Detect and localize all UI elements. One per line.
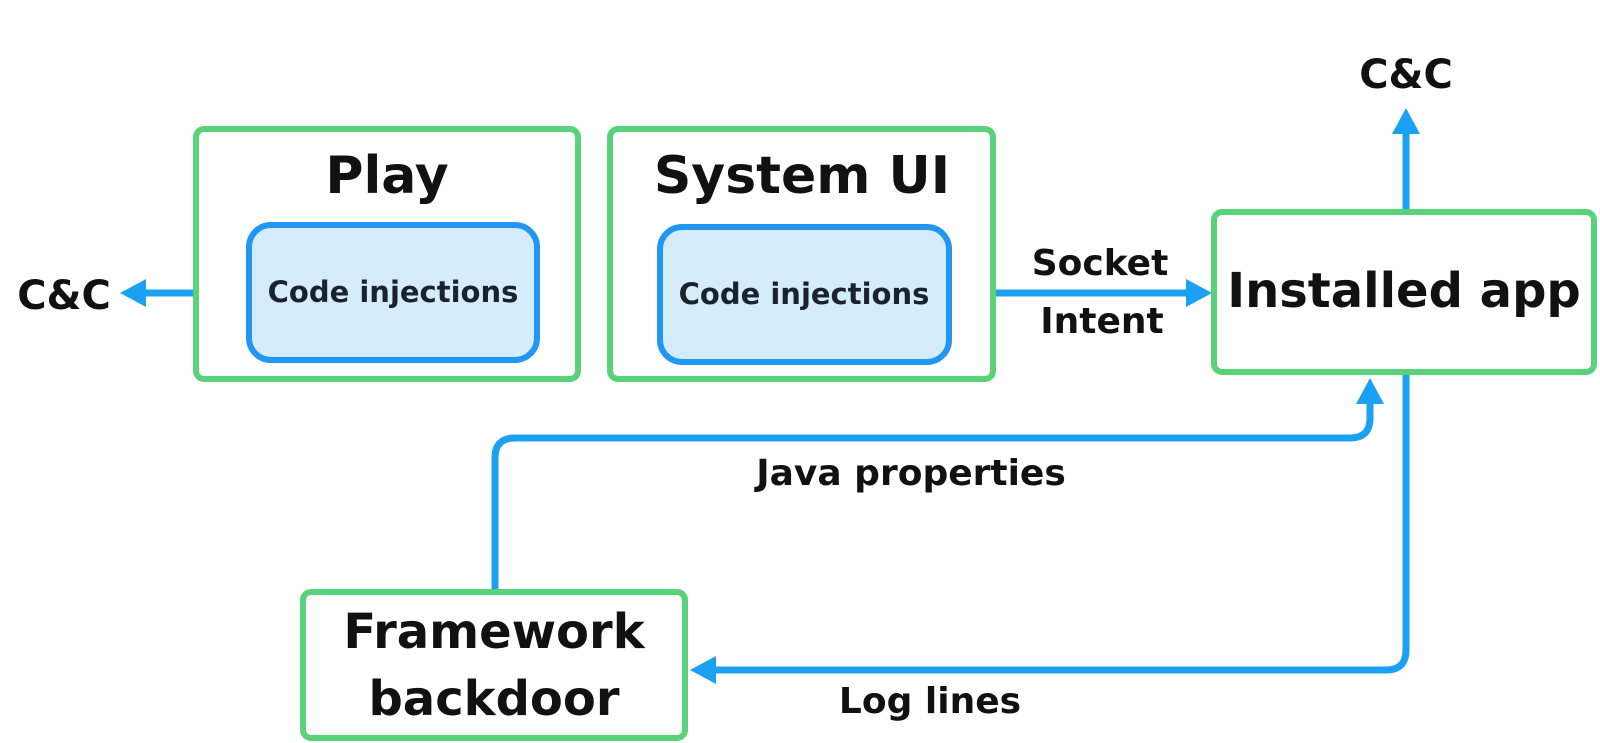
framework-backdoor-title-line1: Framework — [343, 604, 645, 660]
system-ui-inner-label: Code injections — [679, 277, 930, 311]
intent-label: Intent — [1040, 301, 1164, 342]
arrow-log-lines — [711, 370, 1410, 674]
arrowhead-cc-top — [1392, 108, 1420, 134]
arrowhead-installedapp-side — [1186, 279, 1212, 307]
cc-left-label: C&C — [17, 273, 111, 319]
socket-label: Socket — [1032, 243, 1169, 284]
node-framework-backdoor: Framework backdoor — [300, 589, 688, 741]
node-installed-app: Installed app — [1211, 209, 1597, 375]
play-title: Play — [325, 146, 448, 206]
play-inner-label: Code injections — [268, 275, 519, 309]
arrowhead-log-lines — [690, 656, 716, 684]
connectors — [120, 108, 1420, 684]
framework-backdoor-title-line2: backdoor — [368, 671, 619, 727]
system-ui-inner-box — [657, 224, 952, 365]
installed-app-title: Installed app — [1227, 263, 1581, 319]
arrowhead-cc-left — [120, 279, 146, 307]
node-play: Play Code injections — [193, 126, 581, 382]
installed-app-box — [1211, 209, 1597, 375]
cc-top-label: C&C — [1359, 52, 1453, 98]
log-lines-label: Log lines — [839, 681, 1021, 722]
system-ui-title: System UI — [654, 146, 950, 206]
java-properties-label: Java properties — [753, 453, 1066, 494]
node-system-ui: System UI Code injections — [607, 126, 996, 382]
framework-backdoor-box — [300, 589, 688, 741]
arrowhead-java-properties — [1356, 378, 1384, 404]
arrow-java-properties — [491, 396, 1374, 594]
play-inner-box — [246, 222, 540, 363]
